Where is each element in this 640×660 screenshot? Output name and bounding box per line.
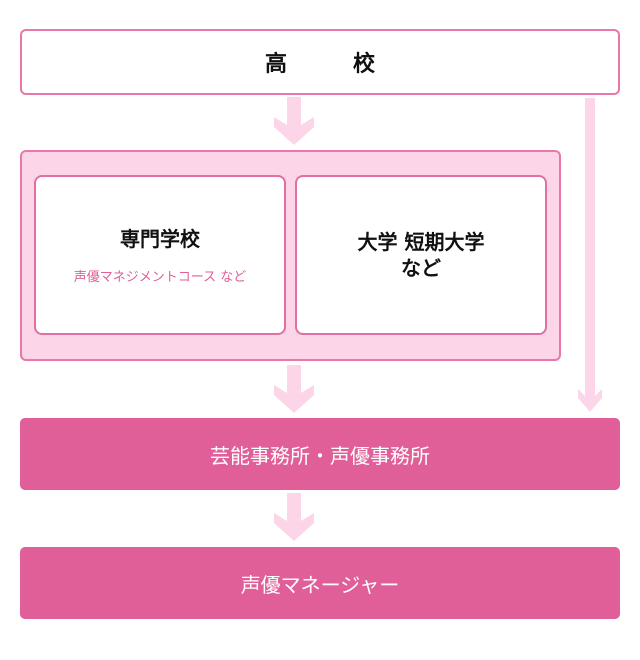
university-line1: 大学 短期大学	[357, 230, 485, 254]
bypass-arrow-icon	[578, 98, 602, 412]
node-high-school: 高 校	[20, 29, 620, 95]
agency-label: 芸能事務所・声優事務所	[210, 443, 430, 468]
arrow-down-icon	[274, 493, 314, 541]
node-agency: 芸能事務所・声優事務所	[20, 418, 620, 490]
node-university: 大学 短期大学 など	[295, 175, 547, 335]
node-manager: 声優マネージャー	[20, 547, 620, 619]
manager-label: 声優マネージャー	[240, 572, 400, 597]
high-school-label: 高 校	[264, 52, 397, 77]
vocational-school-subtitle: 声優マネジメントコース など	[73, 269, 247, 285]
arrow-down-icon	[274, 365, 314, 413]
vocational-school-title: 専門学校	[120, 226, 200, 251]
arrow-down-icon	[274, 97, 314, 145]
node-vocational-school: 専門学校 声優マネジメントコース など	[34, 175, 286, 335]
university-line2: など	[401, 256, 441, 280]
